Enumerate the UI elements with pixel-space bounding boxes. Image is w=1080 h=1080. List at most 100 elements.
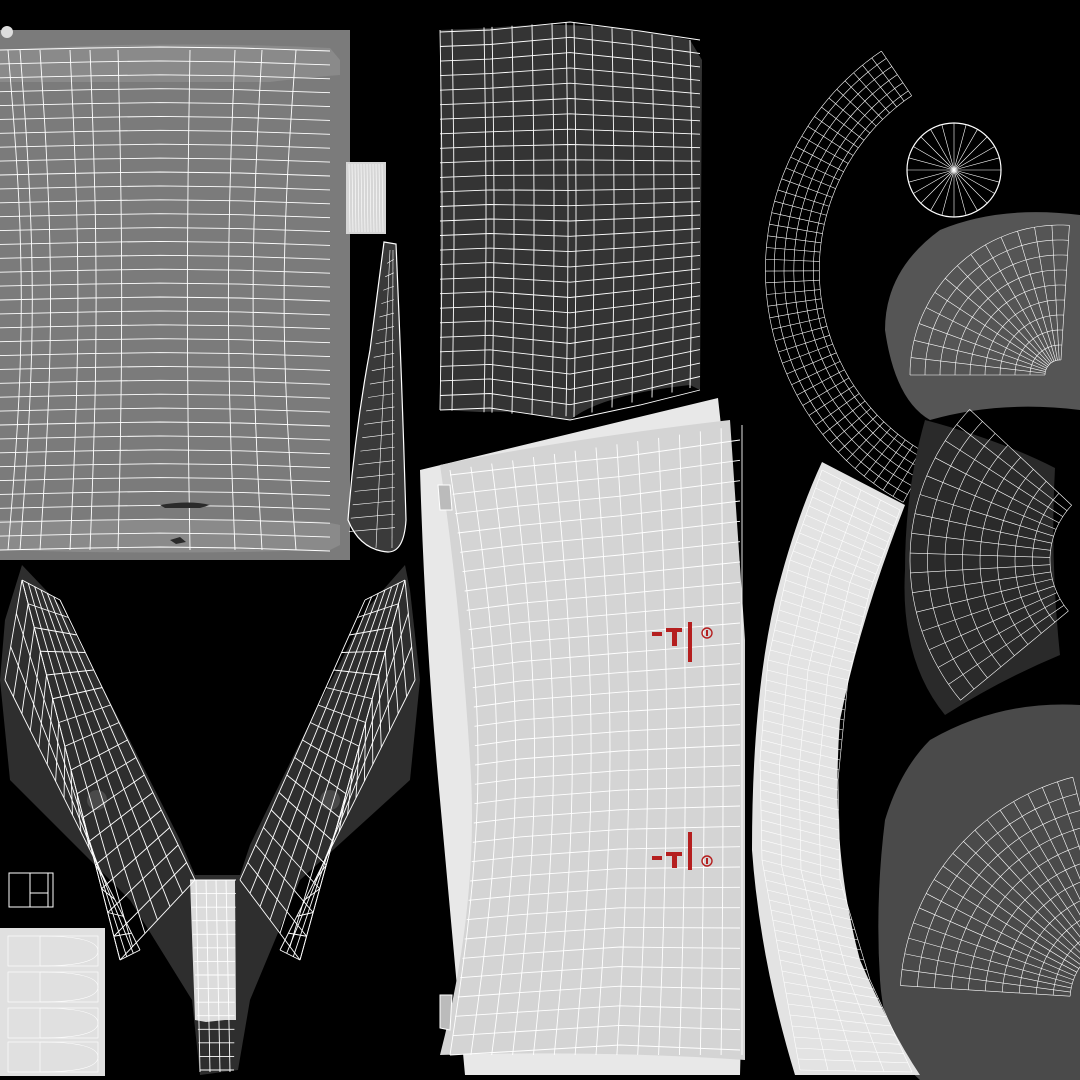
fan-spoke: [910, 357, 1046, 374]
grid-line: [491, 463, 517, 1056]
arc-spoke: [814, 116, 859, 149]
white-panel-tab-bottom: [439, 994, 453, 1031]
grid-line: [785, 579, 866, 609]
fan-spoke: [974, 829, 1080, 946]
grid-line: [787, 1003, 887, 1018]
arc-spoke: [781, 178, 833, 198]
corner-marker-icon: [1, 26, 13, 38]
grid-line: [457, 500, 741, 534]
grid-line: [371, 698, 374, 765]
grid-line: [439, 214, 701, 222]
red-marking-lower-bar: [666, 852, 682, 856]
arc-spoke: [873, 439, 906, 484]
fan-spoke: [948, 604, 1065, 685]
tile-arc: [39, 1007, 99, 1039]
red-marking-upper-dash: [652, 632, 662, 636]
grid-line: [760, 779, 839, 801]
grid-line: [772, 639, 853, 663]
circle-cap-island: [906, 122, 1002, 218]
grid-line: [439, 144, 701, 149]
grid-line: [781, 599, 862, 627]
grid-line: [491, 26, 495, 413]
grid-line: [381, 163, 384, 233]
arc-spoke: [769, 307, 823, 319]
grid-line: [455, 480, 741, 515]
fan-ring: [909, 409, 970, 701]
arc-spoke: [791, 361, 841, 386]
v-shape-piece-wireframe: [4, 579, 416, 1073]
grid-line: [763, 869, 844, 891]
red-marking-upper-circle-digit: [706, 630, 708, 636]
grid-line: [470, 866, 741, 882]
spoke: [953, 169, 978, 211]
grid-line: [186, 49, 191, 551]
grid-line: [457, 985, 741, 998]
fan-spoke: [918, 323, 1047, 371]
grid-line: [474, 744, 741, 766]
grid-line: [369, 379, 395, 385]
grid-line: [347, 769, 353, 816]
grid-line: [367, 393, 395, 398]
small-strip-wireframe: [348, 163, 384, 233]
arc-spoke: [801, 136, 849, 164]
grid-line: [269, 589, 386, 921]
grid-line: [774, 629, 855, 654]
grid-line: [812, 496, 892, 535]
grid-line: [511, 25, 515, 414]
grid-line: [439, 21, 701, 41]
grid-line: [215, 879, 221, 1073]
v-shape-piece-light-center: [190, 880, 236, 1022]
grid-line: [595, 447, 611, 1056]
fan-spoke: [945, 278, 1049, 366]
grid-line: [468, 886, 741, 901]
white-curved-panel-wireframe: [449, 425, 743, 1056]
grid-line: [689, 39, 693, 389]
spoke: [953, 169, 988, 204]
fan-spoke: [919, 494, 1054, 537]
spoke: [908, 169, 955, 183]
grid-line: [313, 864, 327, 883]
grid-line: [439, 67, 701, 81]
grid-line: [0, 185, 331, 191]
spoke: [953, 169, 967, 216]
grid-line: [776, 619, 857, 645]
grid-line: [462, 946, 741, 959]
grid-line: [373, 352, 395, 358]
grid-line: [0, 477, 331, 483]
grid-line: [0, 324, 331, 330]
grid-line: [385, 272, 394, 278]
arc-spoke: [766, 289, 821, 295]
red-marking-lower-post: [688, 832, 692, 870]
fan-spoke: [919, 907, 1076, 977]
fan-spoke: [952, 853, 1080, 960]
arc-spoke: [767, 235, 822, 244]
grid-line: [678, 434, 686, 1056]
arc-spoke: [774, 200, 827, 216]
fan-spoke: [933, 879, 1080, 969]
grid-line: [439, 389, 701, 421]
fan-piece-bottom-island: [878, 704, 1080, 1080]
grid-line: [363, 163, 366, 233]
grid-line: [532, 457, 554, 1056]
grid-line: [761, 859, 841, 881]
fan-spoke: [935, 457, 1060, 524]
grid-line: [439, 98, 701, 108]
grid-line: [760, 789, 839, 811]
grid-line: [767, 889, 850, 911]
grid-line: [779, 959, 871, 981]
grid-line: [761, 849, 840, 871]
grid-line: [249, 596, 373, 894]
grid-line: [439, 201, 701, 207]
grid-line: [439, 174, 701, 178]
grid-line: [767, 659, 849, 681]
dark-front-panel-island: [439, 21, 702, 421]
grid-line: [0, 88, 331, 94]
grid-line: [0, 199, 331, 205]
grid-line: [762, 729, 842, 751]
grid-line: [364, 420, 395, 425]
grid-line: [449, 469, 479, 1056]
spoke: [953, 124, 967, 171]
grid-line: [0, 532, 331, 538]
grid-line: [439, 113, 701, 122]
